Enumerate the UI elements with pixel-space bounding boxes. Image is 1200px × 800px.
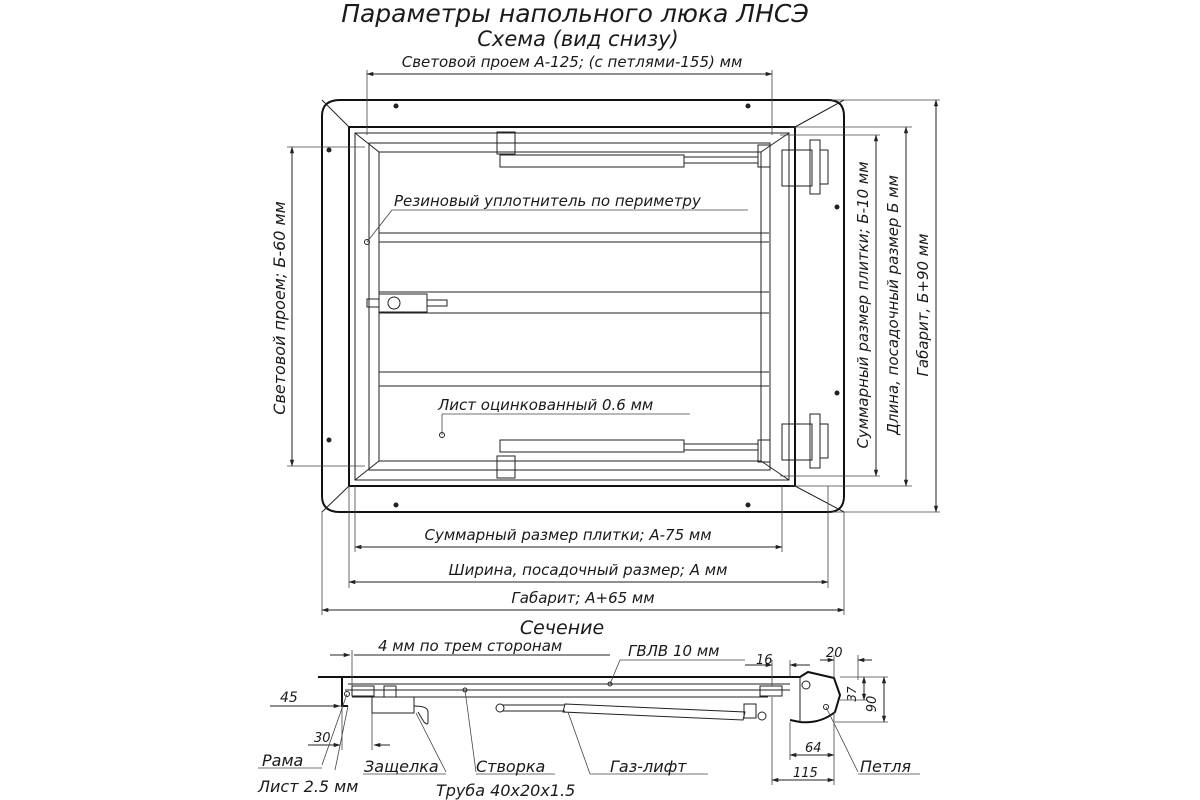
label-latch: Защелка bbox=[364, 757, 439, 776]
page-title: Параметры напольного люка ЛНСЭ bbox=[341, 0, 809, 28]
section-view bbox=[258, 650, 920, 785]
label-frame: Рама bbox=[262, 751, 303, 770]
dim-right-length: Длина, посадочный размер Б мм bbox=[884, 175, 902, 436]
section-d64: 64 bbox=[805, 741, 822, 756]
label-hinge: Петля bbox=[860, 757, 911, 776]
section-hinge bbox=[789, 670, 842, 724]
hinge-bottom bbox=[781, 423, 813, 461]
dim-bottom-gabarit: Габарит; А+65 мм bbox=[511, 589, 654, 607]
outer-flange bbox=[321, 99, 845, 513]
section-d16: 16 bbox=[756, 653, 773, 668]
section-gvlv: ГВЛВ 10 мм bbox=[628, 642, 719, 660]
dim-left-opening: Световой проем; Б-60 мм bbox=[270, 201, 289, 414]
section-four-mm: 4 мм по трем сторонам bbox=[378, 637, 562, 655]
dim-top-opening: Световой проем А-125; (с петлями-155) мм bbox=[402, 53, 743, 71]
plan-view bbox=[321, 99, 845, 513]
label-leaf: Створка bbox=[476, 757, 545, 776]
section-d20: 20 bbox=[826, 646, 843, 661]
seal-callout: Резиновый уплотнитель по периметру bbox=[394, 192, 702, 210]
section-d30: 30 bbox=[314, 731, 331, 746]
frame-outline bbox=[348, 126, 796, 487]
page-subtitle: Схема (вид снизу) bbox=[477, 27, 679, 51]
sheet-callout: Лист оцинкованный 0.6 мм bbox=[437, 396, 653, 414]
hinge-top bbox=[781, 149, 813, 187]
section-latch bbox=[371, 696, 415, 714]
label-gaslift: Газ-лифт bbox=[610, 757, 687, 776]
dim-bottom-width: Ширина, посадочный размер; А мм bbox=[449, 561, 728, 579]
frame-inner bbox=[354, 132, 790, 481]
plan-dimensions bbox=[287, 70, 940, 615]
dim-right-gabarit: Габарит, Б+90 мм bbox=[914, 234, 932, 377]
dim-right-tile: Суммарный размер плитки; Б-10 мм bbox=[854, 161, 872, 448]
section-gaslift bbox=[562, 703, 746, 721]
section-d45: 45 bbox=[280, 690, 298, 706]
section-title: Сечение bbox=[520, 617, 604, 639]
gas-strut-bottom bbox=[499, 439, 685, 453]
gas-strut-top bbox=[499, 154, 685, 168]
section-d37: 37 bbox=[845, 686, 859, 702]
label-pipe: Труба 40х20х1.5 bbox=[436, 781, 575, 800]
section-d90: 90 bbox=[865, 696, 880, 713]
latch-body bbox=[378, 293, 428, 313]
section-d115: 115 bbox=[793, 766, 818, 781]
dim-bottom-tile: Суммарный размер плитки; А-75 мм bbox=[424, 526, 711, 544]
label-sheet25: Лист 2.5 мм bbox=[257, 777, 358, 796]
